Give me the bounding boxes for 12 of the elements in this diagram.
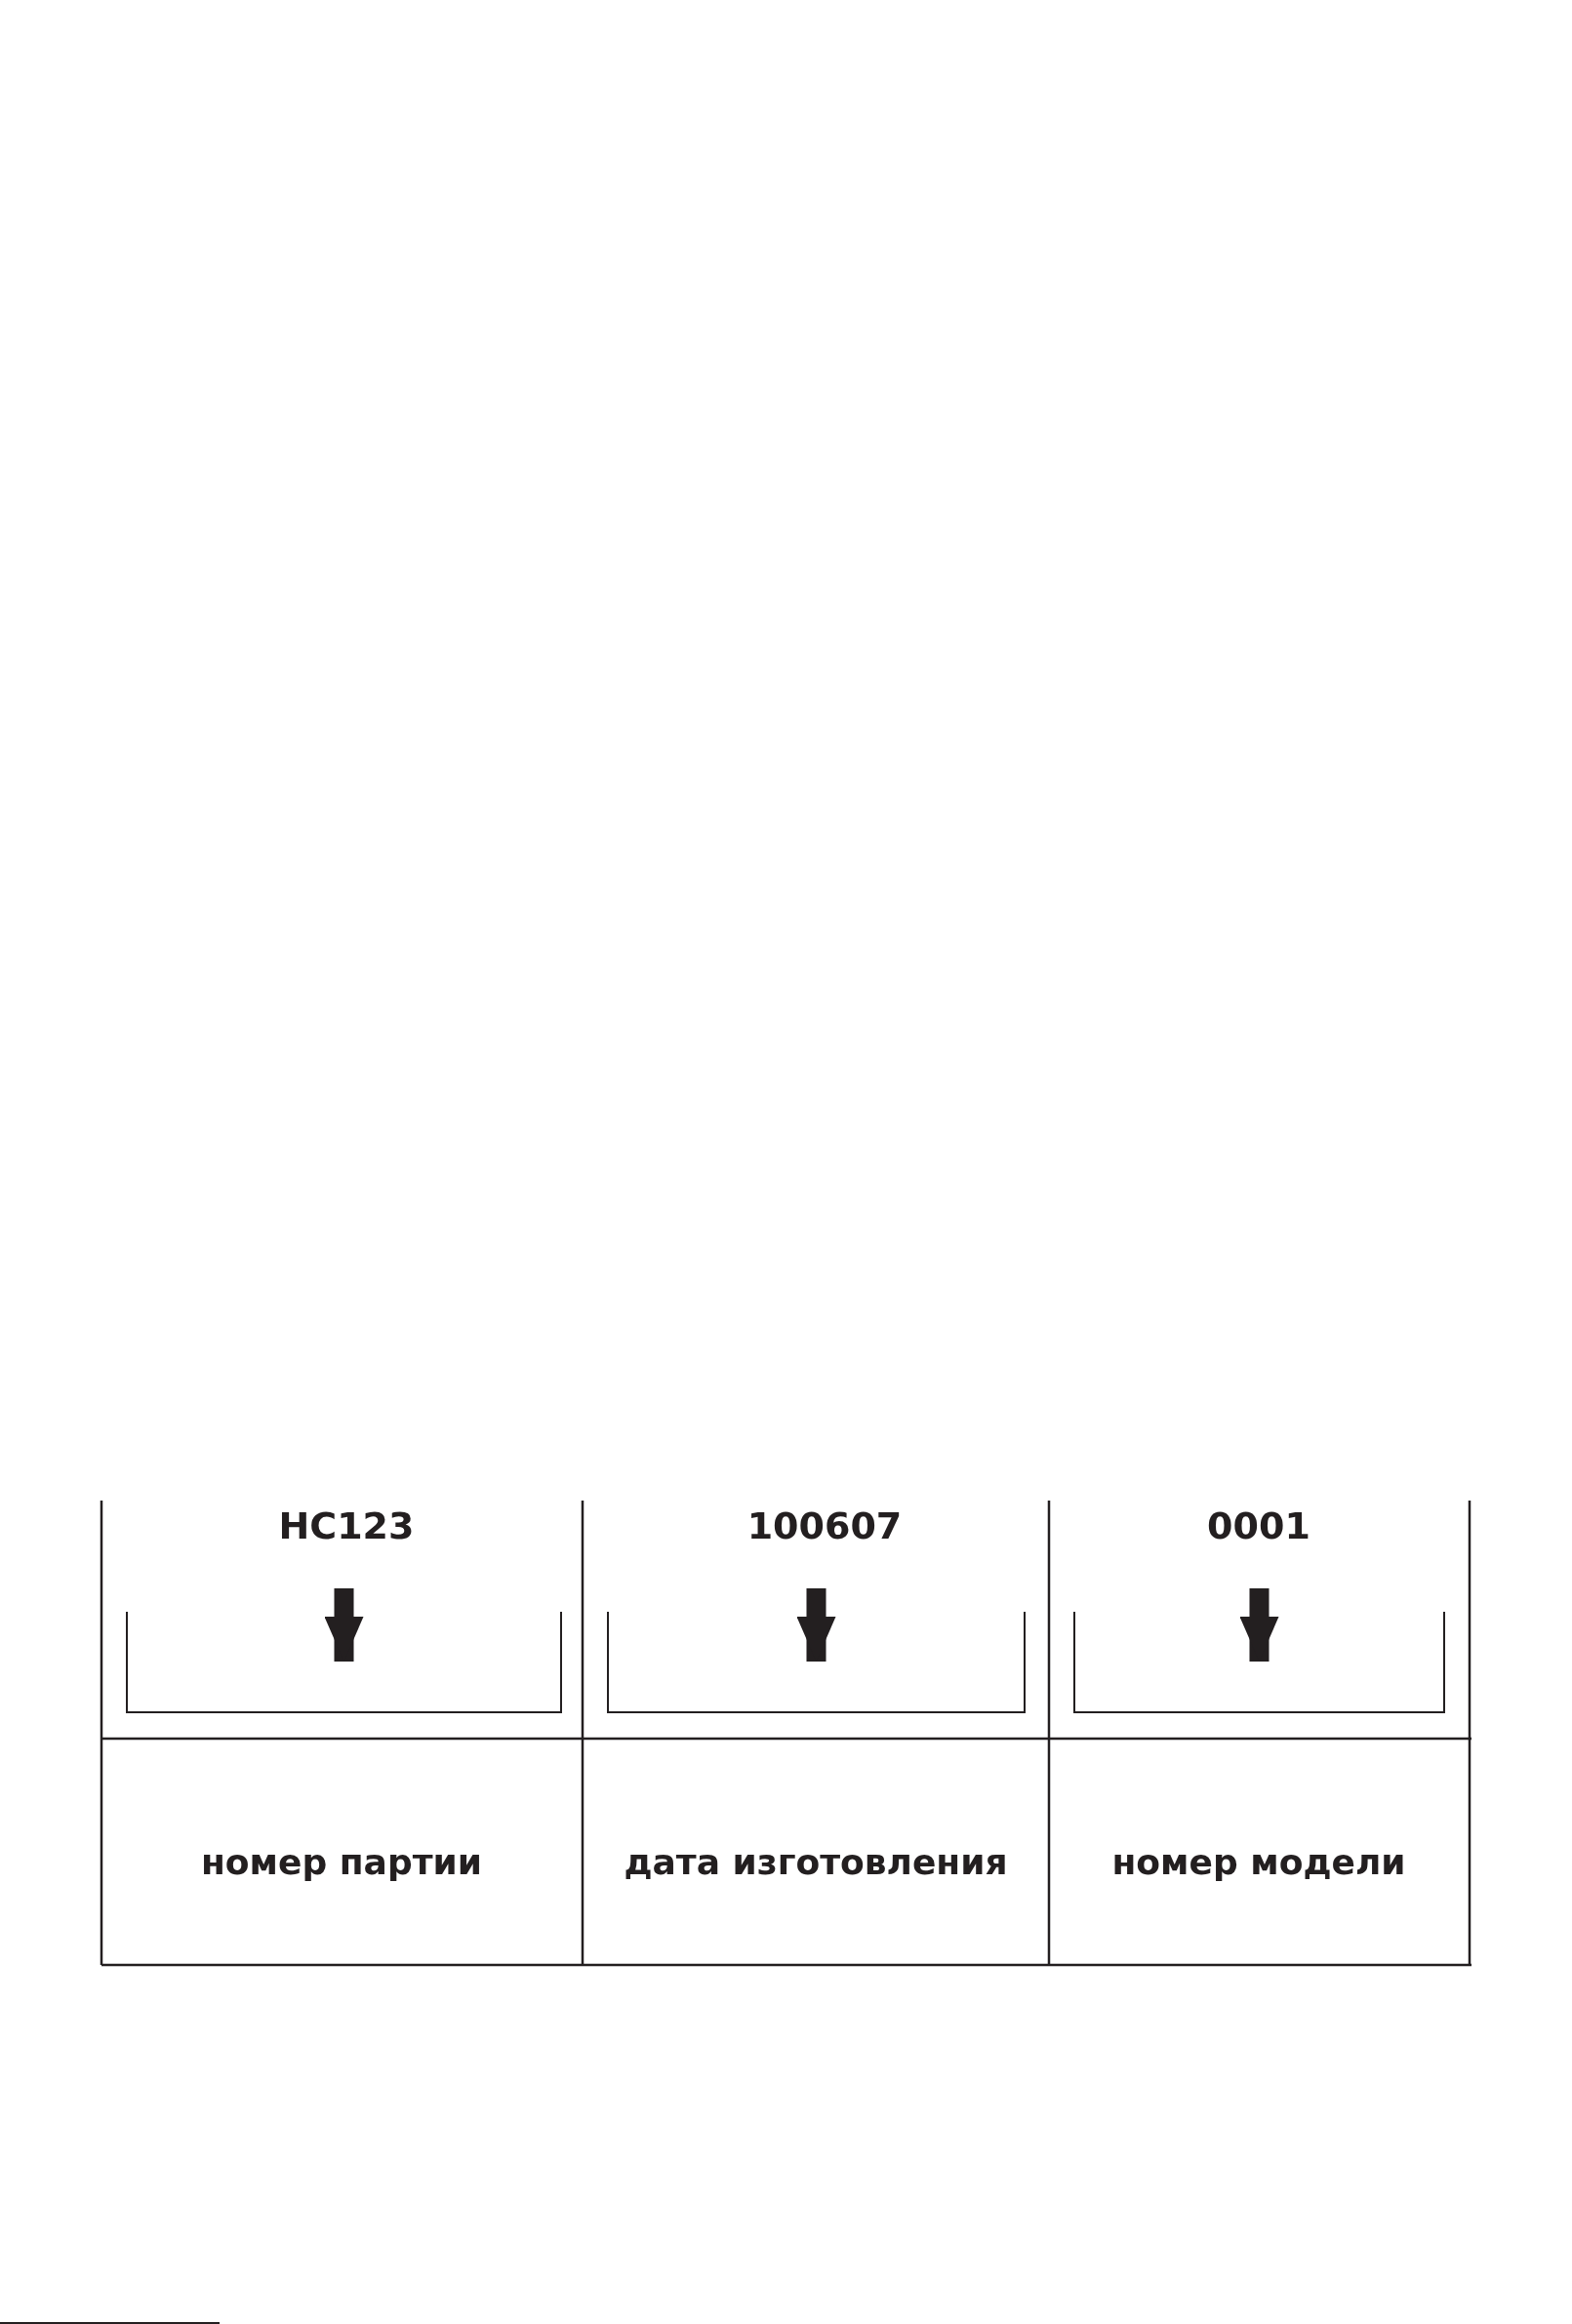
down-arrow xyxy=(796,1588,836,1662)
open-bracket xyxy=(126,1612,562,1713)
code-value: 100607 xyxy=(722,1504,927,1547)
field-caption: номер партии xyxy=(201,1842,482,1882)
field-caption: дата изготовления xyxy=(624,1842,1008,1882)
code-value: 0001 xyxy=(1171,1504,1347,1547)
open-bracket xyxy=(1073,1612,1445,1713)
down-arrow xyxy=(324,1588,364,1662)
field-caption: номер модели xyxy=(1111,1842,1406,1882)
down-arrow xyxy=(1239,1588,1279,1662)
open-bracket xyxy=(607,1612,1026,1713)
code-value: HC123 xyxy=(249,1504,444,1547)
